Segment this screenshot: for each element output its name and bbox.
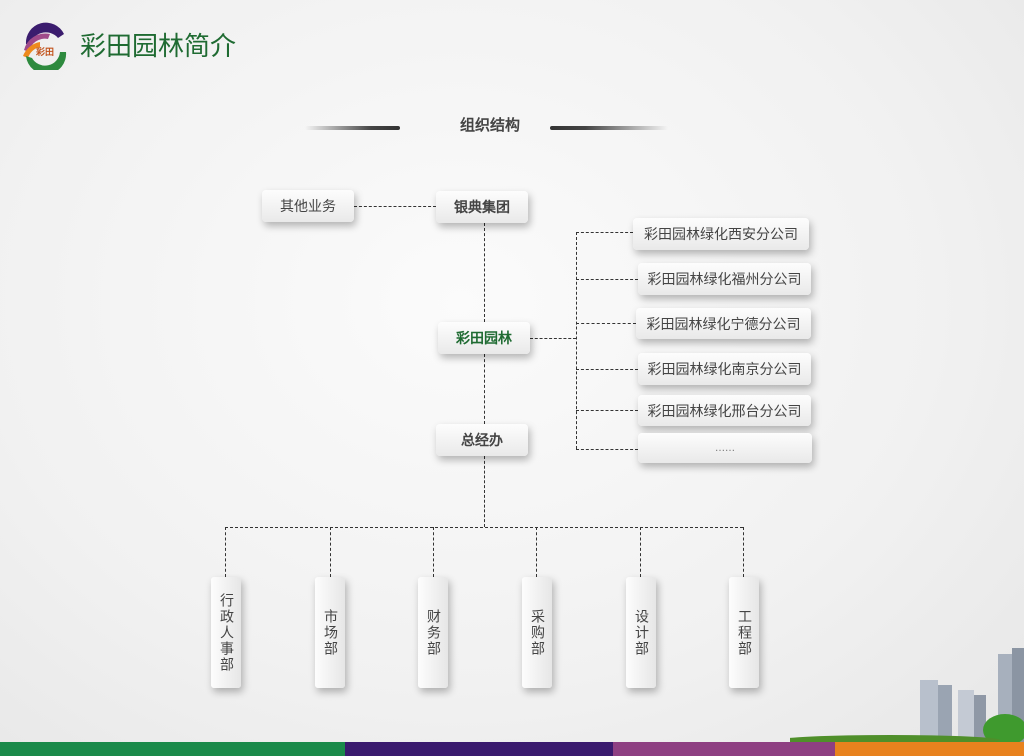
org-node-gm-office: 总经办 (436, 424, 528, 456)
branch-node: 彩田园林绿化西安分公司 (633, 218, 809, 250)
connector (576, 449, 638, 450)
connector (433, 527, 434, 577)
department-node: 行政人事部 (211, 577, 241, 688)
footer-bar-purple (345, 742, 613, 756)
connector (576, 232, 577, 449)
connector (576, 410, 638, 411)
page-title: 彩田园林简介 (80, 32, 237, 62)
branch-node: 彩田园林绿化福州分公司 (638, 263, 811, 295)
connector (576, 369, 638, 370)
section-title: 组织结构 (459, 116, 520, 134)
connector (640, 527, 641, 577)
logo-text: 彩田 (35, 46, 54, 58)
department-node: 采购部 (522, 577, 552, 688)
connector (743, 527, 744, 577)
department-node: 工程部 (729, 577, 759, 688)
connector (536, 527, 537, 577)
connector (530, 338, 576, 339)
department-node: 市场部 (315, 577, 345, 688)
branch-node-more: …… (638, 433, 812, 463)
title-decoration-right (550, 126, 668, 130)
connector (576, 279, 638, 280)
org-node-group: 银典集团 (436, 191, 528, 223)
footer-bar-green (0, 742, 345, 756)
connector (330, 527, 331, 577)
connector (225, 527, 743, 528)
city-skyline-image (790, 648, 1024, 744)
department-node: 财务部 (418, 577, 448, 688)
connector (484, 354, 485, 424)
branch-node: 彩田园林绿化宁德分公司 (636, 308, 811, 339)
connector (576, 232, 633, 233)
connector (354, 206, 436, 207)
connector (225, 527, 226, 577)
branch-node: 彩田园林绿化邢台分公司 (638, 395, 811, 426)
department-node: 设计部 (626, 577, 656, 688)
footer-bar-orange (835, 742, 1024, 756)
branch-node: 彩田园林绿化南京分公司 (638, 353, 811, 385)
org-node-other-business: 其他业务 (262, 190, 354, 222)
company-logo: 彩田 (23, 22, 67, 70)
org-node-company: 彩田园林 (438, 322, 530, 354)
title-decoration-left (305, 126, 400, 130)
footer-bar-magenta (613, 742, 835, 756)
connector (484, 223, 485, 322)
connector (576, 323, 636, 324)
connector (484, 456, 485, 527)
